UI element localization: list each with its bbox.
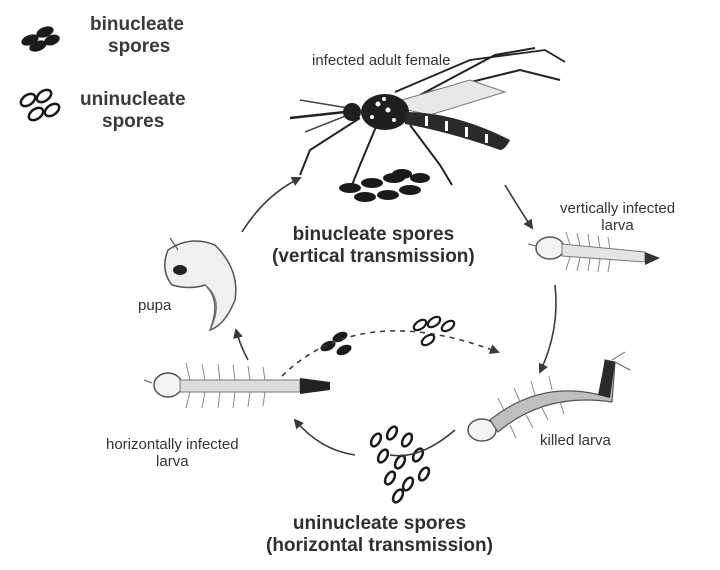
legend-binucleate-label: binucleate spores xyxy=(90,14,184,58)
uninucleate-spore-cluster xyxy=(369,425,431,504)
label-vertically-infected-larva: vertically infected larva xyxy=(560,200,675,235)
arrow-larva-to-killed xyxy=(540,285,556,372)
legend-uninucleate-line2: spores xyxy=(80,111,186,133)
dashed-arrow-horizontal-transmission xyxy=(282,331,498,376)
binucleate-spore-cluster xyxy=(339,169,430,202)
legend-uninucleate-label: uninucleate spores xyxy=(80,89,186,133)
legend-binucleate-line1: binucleate xyxy=(90,14,184,36)
caption-uninucleate-line2: (horizontal transmission) xyxy=(266,535,493,557)
pupa-icon xyxy=(165,238,236,330)
label-pupa: pupa xyxy=(138,297,171,314)
label-horizontal-line1: horizontally infected xyxy=(106,436,239,453)
arrow-horizontal-to-pupa xyxy=(236,330,248,360)
killed-larva-icon xyxy=(468,352,630,441)
label-vertical-line2: larva xyxy=(560,217,675,234)
uninucleate-spores-in-transit xyxy=(412,315,456,348)
label-vertical-line1: vertically infected xyxy=(560,200,675,217)
legend-binucleate-line2: spores xyxy=(90,36,184,58)
label-horizontally-infected-larva: horizontally infected larva xyxy=(106,436,239,471)
horizontally-infected-larva-icon xyxy=(144,363,330,408)
legend-uninucleate-icon xyxy=(19,87,62,122)
label-infected-adult-female: infected adult female xyxy=(312,52,450,69)
arrow-adult-to-larva xyxy=(505,185,532,228)
caption-binucleate-line1: binucleate spores xyxy=(272,224,475,246)
label-horizontal-line2: larva xyxy=(106,453,239,470)
binucleate-spores-in-transit xyxy=(319,330,353,358)
legend-binucleate-icon xyxy=(20,24,61,54)
label-killed-larva: killed larva xyxy=(540,432,611,449)
legend-uninucleate-line1: uninucleate xyxy=(80,89,186,111)
vertically-infected-larva-icon xyxy=(528,232,660,272)
caption-uninucleate-line1: uninucleate spores xyxy=(266,513,493,535)
caption-uninucleate-spores: uninucleate spores (horizontal transmiss… xyxy=(266,513,493,557)
caption-binucleate-line2: (vertical transmission) xyxy=(272,246,475,268)
caption-binucleate-spores: binucleate spores (vertical transmission… xyxy=(272,224,475,268)
arrow-killed-to-horizontal xyxy=(295,420,455,456)
